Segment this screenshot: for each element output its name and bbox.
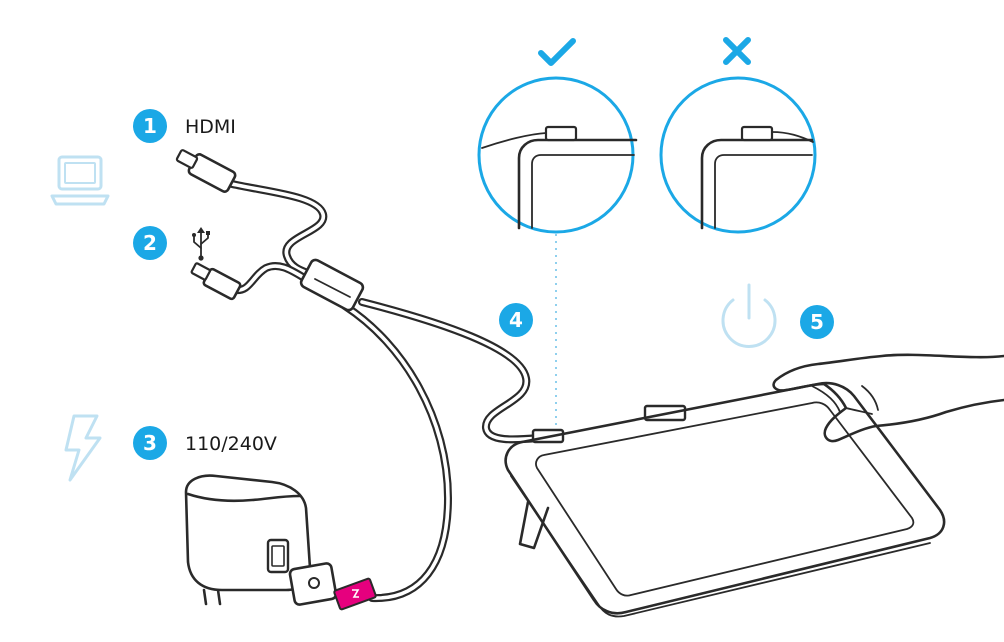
step-1-label: HDMI (185, 116, 236, 138)
step-4-number: 4 (509, 308, 523, 332)
incorrect-connection-zoom (659, 76, 817, 234)
hdmi-cable (228, 180, 328, 282)
cable-splitter (299, 258, 365, 312)
step-2-badge: 2 (133, 226, 167, 260)
checkmark-icon (538, 38, 576, 66)
lightning-icon (64, 414, 102, 482)
tablet-cable (358, 298, 542, 444)
step-5-number: 5 (810, 310, 824, 334)
step-1-badge: 1 (133, 109, 167, 143)
step-1-number: 1 (143, 114, 157, 138)
step-3-number: 3 (143, 431, 157, 455)
step-4-badge: 4 (499, 303, 533, 337)
pen-display-tablet (504, 381, 946, 618)
step-3-badge: 3 (133, 426, 167, 460)
usb-plug (190, 262, 242, 301)
power-connector (288, 562, 377, 611)
laptop-icon (50, 155, 110, 206)
correct-connection-zoom (477, 76, 638, 234)
hand-illustration (772, 353, 1004, 443)
power-icon (721, 283, 777, 348)
power-cable (341, 302, 452, 603)
hdmi-plug (175, 149, 237, 193)
step-5-badge: 5 (800, 305, 834, 339)
step-2-number: 2 (143, 231, 157, 255)
step-3-label: 110/240V (185, 433, 277, 455)
usb-icon (192, 227, 210, 261)
cross-icon (723, 37, 751, 65)
